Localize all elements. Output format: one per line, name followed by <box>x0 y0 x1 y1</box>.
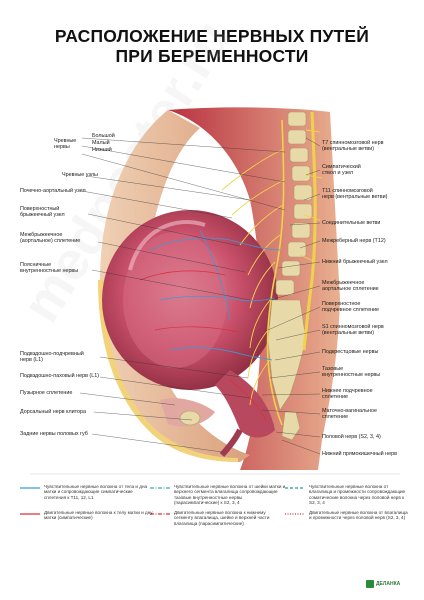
label-nizshii: Низший <box>92 147 112 153</box>
label-matochno-vlagalishchnoe: Маточно-вагинальное сплетение <box>322 408 377 421</box>
label-nizhnii-bryzheechnyi: Нижний брыжеечный узел <box>322 259 388 265</box>
legend-item-4: Двигательные нервные волокна к телу матк… <box>44 510 153 521</box>
label-tazovye: Тазовые внутренностные нервы <box>322 366 381 379</box>
leader-lines-left <box>79 137 286 453</box>
label-t7: T7 спинномозговой нерв (вентральные ветв… <box>322 140 384 153</box>
logo-icon <box>366 579 374 588</box>
page-title: РАСПОЛОЖЕНИЕ НЕРВНЫХ ПУТЕЙ ПРИ БЕРЕМЕННО… <box>0 26 424 66</box>
label-podvzdoshno-podchrevnyi: Подвздошно-подчревный нерв (L1) <box>20 351 84 364</box>
label-chrevnye-uzly: Чревные узлы <box>62 172 98 178</box>
spinal-cord <box>302 111 317 351</box>
label-nizhnii-pryamokishechnyi: Нижний прямокишечный нерв <box>322 451 398 457</box>
label-nizhnee-podchrevnoe: Нижнее подчревное сплетение <box>322 388 373 401</box>
label-dorsalnyi: Дорсальный нерв клитора <box>20 409 87 415</box>
label-soedinitelnye: Соединительные ветви <box>322 220 381 226</box>
label-malyi: Малый <box>92 140 110 146</box>
legend-item-1: Чувствительные нервные волокна от тела и… <box>44 484 148 500</box>
label-podkrestsovye: Подкрестцовые нервы <box>322 349 379 355</box>
pubic-bone <box>179 410 201 426</box>
label-podvzdoshno-pakhovyi: Подвздошно-паховый нерв (L1) <box>20 373 100 379</box>
title-line-1: РАСПОЛОЖЕНИЕ НЕРВНЫХ ПУТЕЙ <box>54 26 370 46</box>
label-poverkhnostnoe-podchrevnoe: Поверхностное подчревное сплетение <box>322 301 380 314</box>
vagina <box>219 428 243 457</box>
legend-item-2: Чувствительные нервные волокна от шейки … <box>174 484 286 506</box>
title-line-2: ПРИ БЕРЕМЕННОСТИ <box>115 46 309 66</box>
label-poverkhnostnyi-bryzheechnyi: Поверхностный брыжеечный узел <box>20 206 65 219</box>
label-s1: S1 спинномозговой нерв (вентральные ветв… <box>322 324 384 337</box>
label-puzyrnoe: Пузырное сплетение <box>20 390 73 396</box>
leader-lines-right <box>261 137 321 455</box>
cervix <box>215 370 275 438</box>
nerve-branches <box>221 129 323 406</box>
abdominal-wall <box>100 110 250 462</box>
label-pochechno-aortalnyi: Почечно-аортальный узел <box>20 188 86 194</box>
label-simpaticheskii: Симпатический ствол и узел <box>322 164 361 177</box>
sensory-fibers <box>149 229 281 361</box>
sympathetic-trunk <box>266 119 285 426</box>
uterus-inner <box>123 232 227 368</box>
legend-item-3: Чувствительные нервные волокна от влагал… <box>309 484 406 506</box>
motor-fibers <box>139 270 267 421</box>
logo-text: ДЕЛАНКА <box>376 581 401 587</box>
label-zadnie: Задние нервы половых губ <box>20 431 88 437</box>
label-t11: T11 спинномозговой нерв (вентральные вет… <box>322 188 388 201</box>
publisher-logo: ДЕЛАНКА <box>366 578 416 590</box>
legend-item-5: Двигательные нервные волокна к нижнему с… <box>174 510 270 526</box>
uterus-highlight <box>128 220 206 271</box>
label-bolshoi: Большой <box>92 133 115 139</box>
legend-item-6: Двигательные нервные волокна от влагалищ… <box>309 510 408 521</box>
label-mezhbryzheechnoe: Межбрыжеечное (аортальное) сплетение <box>20 232 81 245</box>
label-mezhbryzheechnoe-aortalnoe: Межбрыжеечное аортальное сплетение <box>322 280 379 293</box>
label-polovoi: Половой нерв (S2, 3, 4) <box>322 434 381 440</box>
label-chrevnye-nervy: Чревные нервы <box>54 138 77 151</box>
label-mezhrebernyi: Межреберный нерв (T12) <box>322 238 386 244</box>
spine <box>267 111 313 441</box>
label-poyasnichnye: Поясничные внутренностные нервы <box>20 262 79 275</box>
